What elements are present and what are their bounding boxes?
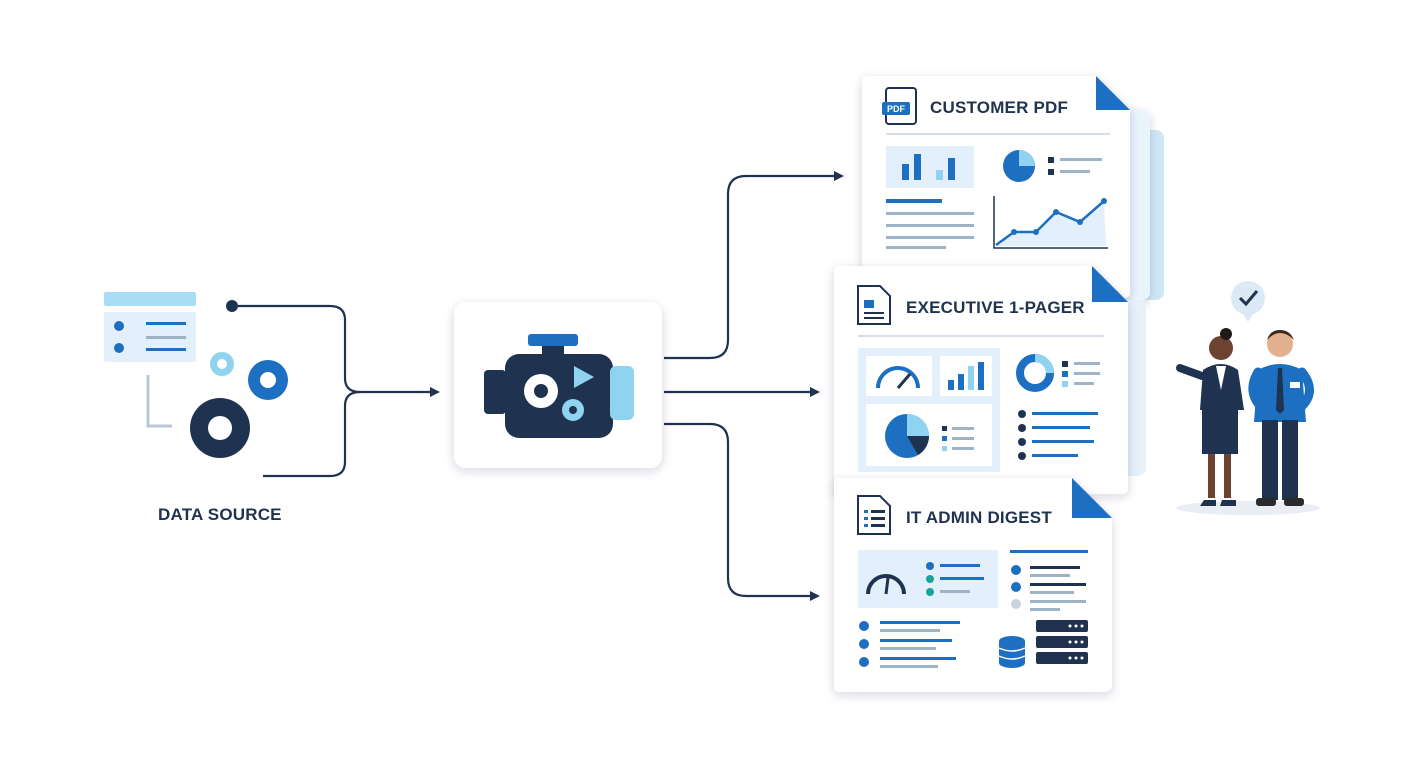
- it-bullet-list: [859, 621, 960, 668]
- pdf-badge-text: PDF: [887, 104, 906, 114]
- man-figure: [1248, 330, 1314, 506]
- customer-pdf-document: PDF: [862, 76, 1164, 300]
- bar-chart-panel: [886, 146, 974, 188]
- people-illustration: [1176, 281, 1320, 515]
- data-source-label: DATA SOURCE: [158, 505, 282, 524]
- play-arrow-icon: [574, 366, 594, 388]
- it-gauge-icon: [866, 574, 906, 595]
- line-chart: [993, 196, 1108, 249]
- output-connectors: [664, 171, 844, 601]
- source-connector: [226, 300, 440, 478]
- pdf-file-icon: PDF: [882, 87, 917, 125]
- data-source-illustration: [104, 292, 288, 458]
- source-header-bar: [104, 292, 196, 306]
- executive-1-pager-title: EXECUTIVE 1-PAGER: [906, 298, 1085, 317]
- executive-document: [834, 266, 1146, 494]
- report-file-icon: [857, 285, 891, 325]
- engine-icon: [484, 334, 634, 438]
- check-bubble-icon: [1231, 281, 1265, 322]
- pie-chart-icon: [1003, 150, 1035, 182]
- exec-bullet-list: [1018, 410, 1098, 460]
- it-admin-digest-title: IT ADMIN DIGEST: [906, 508, 1052, 527]
- processing-engine: [454, 302, 662, 468]
- medium-gear-icon: [248, 360, 288, 400]
- gauge-icon: [876, 366, 920, 389]
- exec-pie-chart-icon: [885, 414, 929, 458]
- list-file-icon: [857, 495, 891, 535]
- donut-chart-icon: [1016, 354, 1054, 392]
- server-rack-icon: [1036, 620, 1088, 664]
- it-admin-document: [834, 478, 1112, 692]
- database-icon: [998, 636, 1026, 668]
- woman-figure: [1176, 328, 1244, 506]
- small-gear-icon: [210, 352, 234, 376]
- customer-pdf-title: CUSTOMER PDF: [930, 98, 1069, 117]
- large-gear-icon: [190, 398, 250, 458]
